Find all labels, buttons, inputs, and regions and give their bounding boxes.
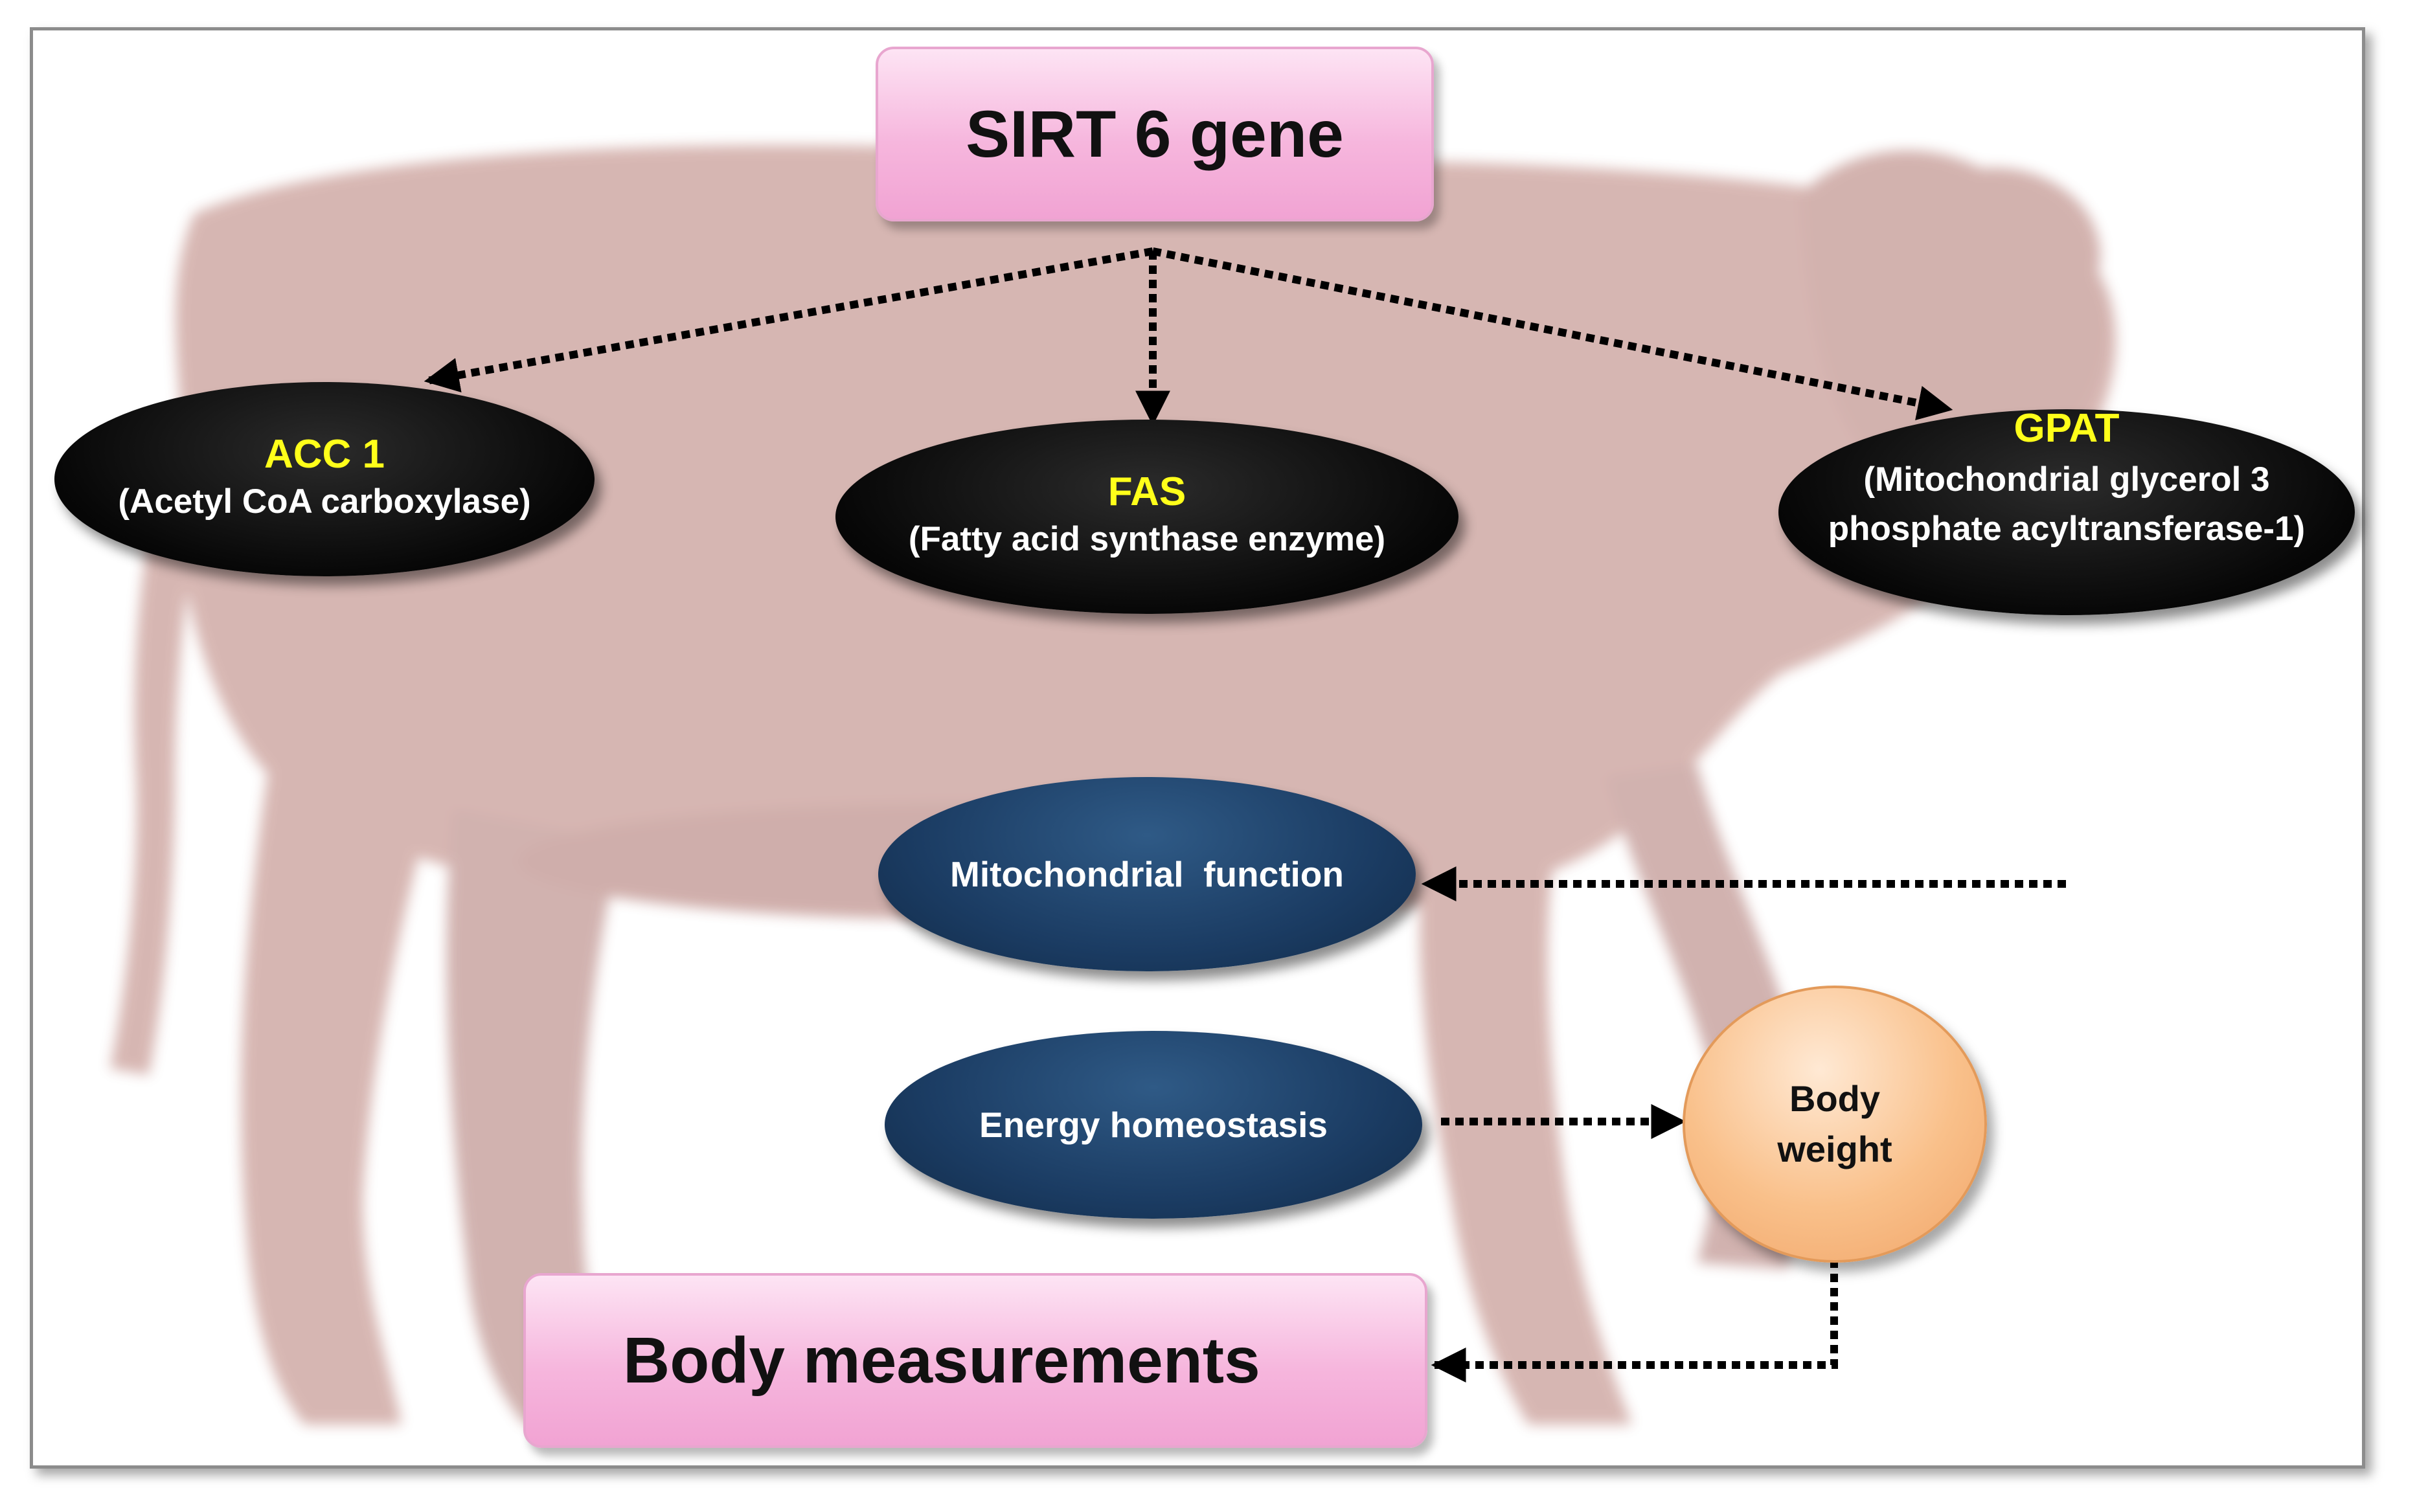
- enzyme-acc1: ACC 1 (Acetyl CoA carboxylase): [54, 382, 595, 576]
- enzyme-acc1-name: (Acetyl CoA carboxylase): [118, 482, 531, 521]
- sirt6-gene-box: SIRT 6 gene: [876, 47, 1434, 221]
- arrow-sirt6-to-acc1: [424, 247, 1154, 393]
- sirt6-gene-label: SIRT 6 gene: [966, 96, 1344, 171]
- energy-homeostasis-node: Energy homeostasis: [885, 1031, 1422, 1219]
- enzyme-acc1-abbr: ACC 1: [264, 431, 385, 477]
- enzyme-gpat-abbr: GPAT: [2014, 406, 2120, 451]
- enzyme-fas-name: (Fatty acid synthase enzyme): [908, 520, 1386, 559]
- body-weight-node: Body weight: [1683, 986, 1987, 1263]
- body-measurements-box: Body measurements: [523, 1273, 1427, 1448]
- body-weight-line1: Body: [1789, 1078, 1880, 1119]
- enzyme-gpat-name-line2: phosphate acyltransferase-1): [1828, 509, 2306, 548]
- enzyme-fas-abbr: FAS: [1107, 469, 1186, 514]
- energy-homeostasis-label: Energy homeostasis: [979, 1105, 1328, 1145]
- body-weight-line2: weight: [1777, 1129, 1892, 1169]
- enzyme-fas: FAS (Fatty acid synthase enzyme): [835, 420, 1458, 614]
- arrow-body-weight-to-measurements: [1431, 1259, 1838, 1382]
- enzyme-gpat-name-line1: (Mitochondrial glycerol 3: [1863, 460, 2270, 499]
- mitochondrial-function-node: Mitochondrial function: [878, 777, 1416, 971]
- enzyme-gpat: GPAT (Mitochondrial glycerol 3 phosphate…: [1778, 406, 2355, 615]
- arrow-sirt6-to-gpat: [1152, 247, 1953, 421]
- body-measurements-label: Body measurements: [623, 1324, 1260, 1397]
- mitochondrial-function-label: Mitochondrial function: [950, 854, 1344, 894]
